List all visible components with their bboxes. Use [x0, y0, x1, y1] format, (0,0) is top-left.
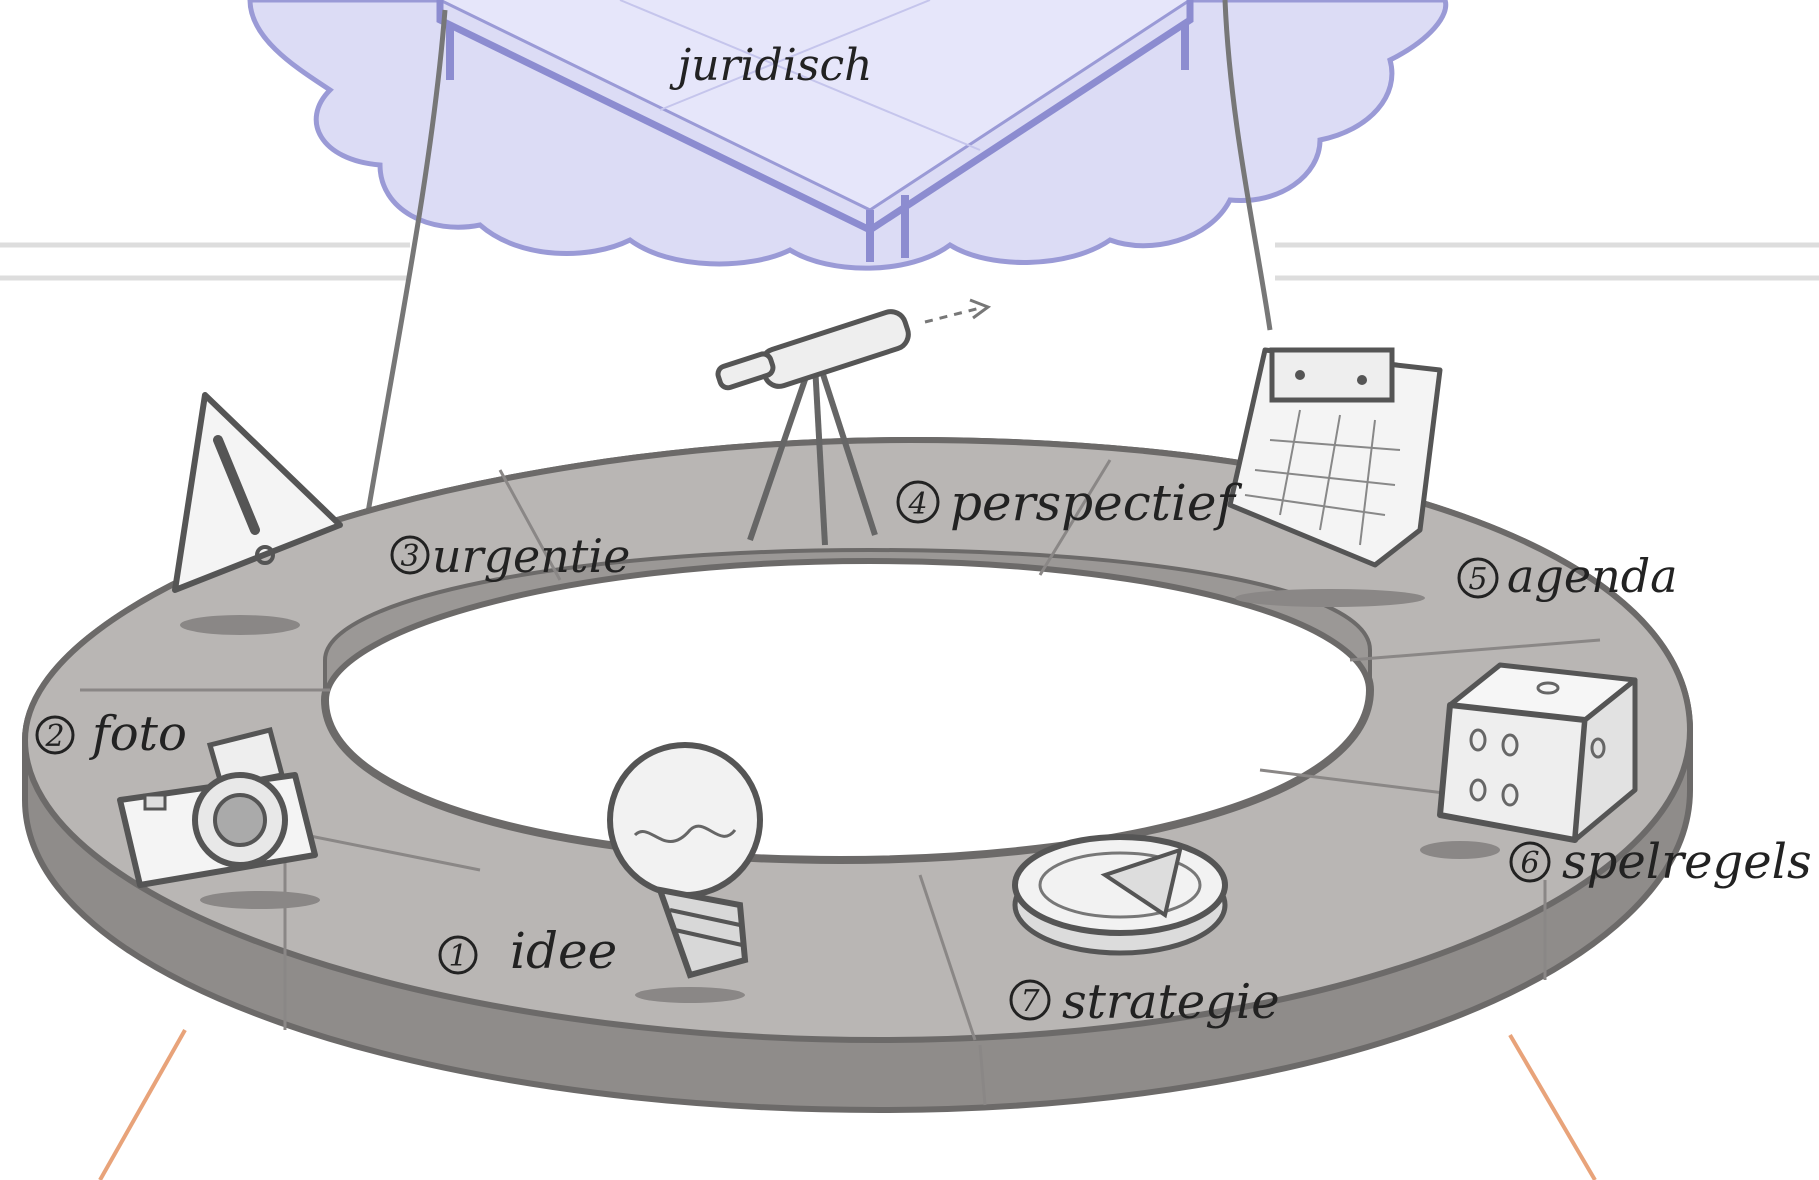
calendar-icon [1227, 347, 1443, 607]
lightbulb-icon [607, 742, 763, 1003]
segment-label-perspectief: 4 perspectief [896, 474, 1242, 532]
svg-text:spelregels: spelregels [1562, 834, 1812, 890]
svg-text:6: 6 [1520, 846, 1539, 881]
svg-text:5: 5 [1468, 562, 1487, 597]
telescope-icon [715, 298, 992, 546]
ring-legs [98, 1029, 1597, 1180]
svg-text:4: 4 [907, 487, 927, 522]
svg-text:foto: foto [89, 706, 187, 762]
cloud-label: juridisch [669, 40, 873, 91]
svg-text:perspectief: perspectief [950, 474, 1242, 532]
svg-text:1: 1 [448, 939, 467, 974]
svg-text:7: 7 [1020, 984, 1040, 1019]
segment-label-idee: 1 idee [438, 922, 617, 980]
camera-icon [117, 726, 320, 909]
compass-icon [1012, 834, 1228, 956]
svg-text:strategie: strategie [1062, 974, 1280, 1030]
horizontal-guide-lines [0, 242, 1819, 281]
svg-text:urgentie: urgentie [432, 529, 630, 583]
svg-text:idee: idee [510, 922, 617, 980]
svg-text:2: 2 [44, 719, 64, 754]
segment-label-spelregels: 6 spelregels [1509, 834, 1812, 890]
segment-label-agenda: 5 agenda [1457, 549, 1678, 603]
warning-triangle-icon [172, 392, 343, 635]
segment-label-urgentie: 3 urgentie [390, 529, 630, 583]
segment-label-strategie: 7 strategie [1009, 974, 1280, 1030]
cloud: juridisch [247, 0, 1449, 271]
svg-text:agenda: agenda [1507, 549, 1678, 603]
ring-body [21, 436, 1694, 1114]
segment-labels: 1 idee 2 foto 3 urgentie 4 perspectief 5… [35, 474, 1812, 1030]
svg-text:3: 3 [400, 539, 419, 574]
dice-icon [1420, 662, 1638, 859]
segment-label-foto: 2 foto [35, 706, 187, 762]
